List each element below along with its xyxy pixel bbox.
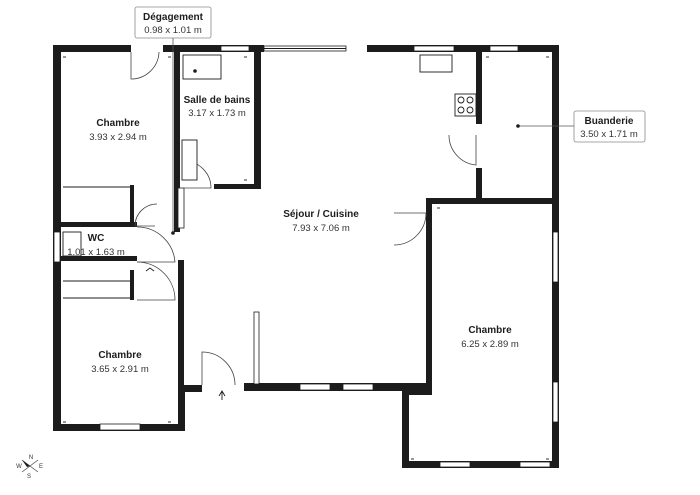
callout-buanderie: Buanderie 3.50 x 1.71 m bbox=[516, 110, 646, 143]
washbasin bbox=[181, 139, 198, 181]
room-dimensions: 3.93 x 2.94 m bbox=[89, 132, 147, 143]
room-name: WC bbox=[88, 233, 105, 244]
room-name: Séjour / Cuisine bbox=[283, 209, 359, 220]
compass-icon: N E S W bbox=[16, 455, 43, 480]
room-chambre-2: Chambre 3.65 x 2.91 m bbox=[91, 350, 149, 375]
room-name: Chambre bbox=[98, 350, 142, 361]
room-sejour-cuisine: Séjour / Cuisine 7.93 x 7.06 m bbox=[283, 209, 359, 234]
wc-toilet bbox=[62, 231, 82, 257]
fixtures bbox=[62, 54, 477, 400]
room-wc: WC 1.01 x 1.63 m bbox=[67, 233, 125, 258]
kitchen-sink bbox=[419, 54, 453, 73]
callout-dimensions: 3.50 x 1.71 m bbox=[580, 129, 638, 140]
room-salle-de-bains: Salle de bains 3.17 x 1.73 m bbox=[184, 95, 251, 119]
interior-walls bbox=[61, 52, 559, 395]
callout-degagement: Dégagement 0.98 x 1.01 m bbox=[134, 6, 212, 235]
room-dimensions: 3.17 x 1.73 m bbox=[188, 108, 246, 119]
callout-name: Dégagement bbox=[143, 12, 204, 23]
compass-s: S bbox=[27, 474, 31, 480]
shower-tray bbox=[182, 54, 222, 80]
room-dimensions: 7.93 x 7.06 m bbox=[292, 223, 350, 234]
compass-e: E bbox=[39, 464, 43, 470]
windows bbox=[53, 45, 559, 468]
compass-w: W bbox=[16, 464, 22, 470]
callout-name: Buanderie bbox=[585, 116, 634, 127]
room-name: Salle de bains bbox=[184, 95, 251, 106]
doors bbox=[130, 51, 477, 386]
cooktop bbox=[454, 93, 477, 117]
corner-ticks bbox=[63, 56, 549, 460]
compass-n: N bbox=[29, 455, 33, 461]
room-chambre-3: Chambre 6.25 x 2.89 m bbox=[461, 325, 519, 350]
callout-dimensions: 0.98 x 1.01 m bbox=[144, 25, 202, 36]
room-dimensions: 3.65 x 2.91 m bbox=[91, 364, 149, 375]
room-dimensions: 1.01 x 1.63 m bbox=[67, 247, 125, 258]
room-name: Chambre bbox=[96, 118, 140, 129]
room-chambre-1: Chambre 3.93 x 2.94 m bbox=[89, 118, 147, 143]
room-dimensions: 6.25 x 2.89 m bbox=[461, 339, 519, 350]
room-name: Chambre bbox=[468, 325, 512, 336]
